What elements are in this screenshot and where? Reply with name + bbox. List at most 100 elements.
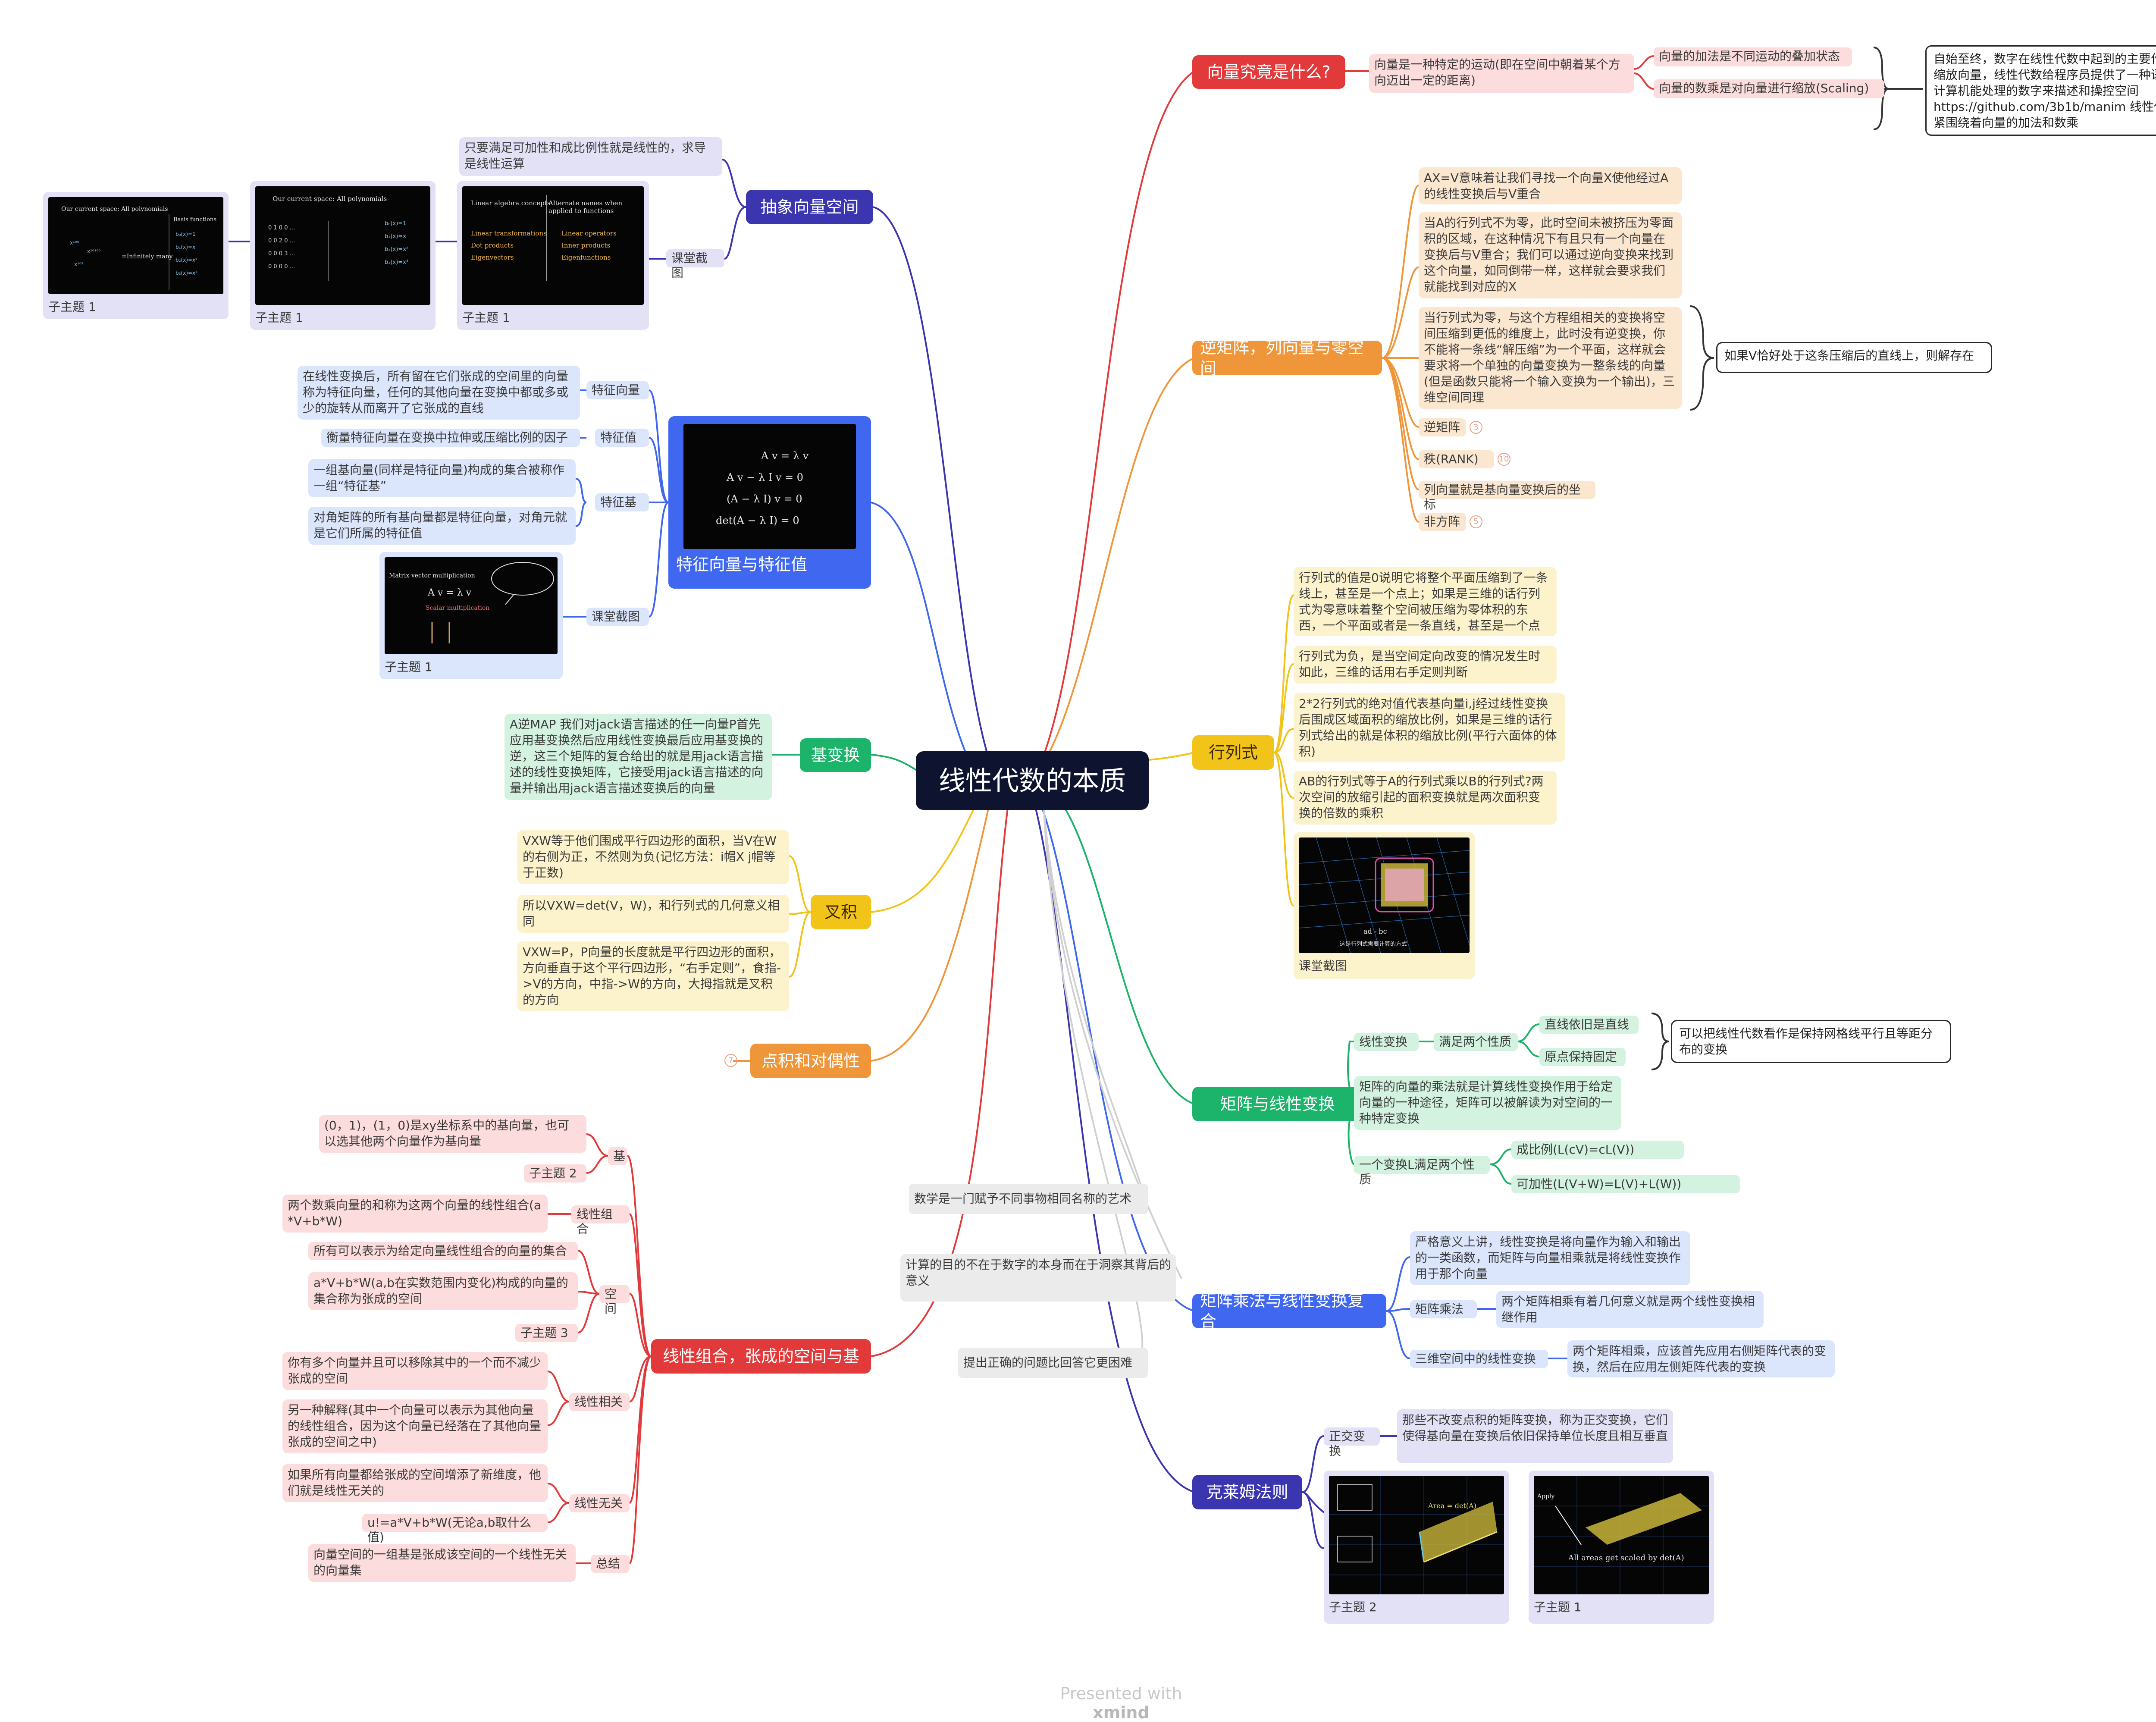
- inverse-item-3[interactable]: 当行列式为零，与这个方程组相关的变换将空间压缩到更低的维度上，此时没有逆变换，你…: [1419, 307, 1682, 409]
- cross-item-2[interactable]: 所以VXW=det(V，W)，和行列式的几何意义相同: [517, 895, 789, 933]
- eigenbasis-desc-2[interactable]: 对角矩阵的所有基向量都是特征向量，对角元就是它们所属的特征值: [308, 507, 576, 545]
- vector-scaling[interactable]: 向量的数乘是对向量进行缩放(Scaling): [1654, 79, 1884, 98]
- topic-determinant[interactable]: 行列式: [1192, 735, 1274, 770]
- linear-transform-definition[interactable]: 严格意义上讲，线性变换是将向量作为输入和输出的一类函数，而矩阵与向量相乘就是将线…: [1410, 1231, 1690, 1285]
- linear-independence-label[interactable]: 线性无关: [569, 1494, 630, 1512]
- determinant-item-2[interactable]: 行列式为负，是当空间定向改变的情况发生时如此，三维的话用右手定则判断: [1294, 646, 1557, 684]
- determinant-item-3[interactable]: 2*2行列式的绝对值代表基向量i,j经过线性变换后围成区域面积的缩放比例，如果是…: [1294, 693, 1565, 762]
- additivity[interactable]: 可加性(L(V+W)=L(V)+L(W)): [1511, 1175, 1740, 1193]
- svg-text:0 0 0 0 ...: 0 0 0 0 ...: [268, 263, 295, 270]
- topic-change-of-basis[interactable]: 基变换: [800, 738, 871, 772]
- inverse-sub-rank[interactable]: 秩(RANK): [1419, 450, 1494, 468]
- linear-transformation[interactable]: 线性变换: [1354, 1033, 1419, 1051]
- quote-right-question[interactable]: 提出正确的问题比回答它更困难: [958, 1348, 1148, 1378]
- vector-addition[interactable]: 向量的加法是不同运动的叠加状态: [1654, 47, 1852, 66]
- orthogonal-transform-desc[interactable]: 那些不改变点积的矩阵变换，称为正交变换，它们使得基向量在变换后依旧保持单位长度且…: [1397, 1409, 1673, 1463]
- abstract-screenshot-3[interactable]: Linear algebra concepts Linear transform…: [457, 181, 649, 330]
- eigenvector-label[interactable]: 特征向量: [586, 381, 649, 399]
- determinant-item-4[interactable]: AB的行列式等于A的行列式乘以B的行列式?两次空间的放缩引起的面积变换就是两次面…: [1294, 771, 1557, 825]
- basis-sub[interactable]: 子主题 2: [524, 1164, 586, 1183]
- inverse-sub-columns[interactable]: 列向量就是基向量变换后的坐标: [1419, 481, 1595, 511]
- determinant-screenshot[interactable]: ad - bc 这是行列式需要计算的方式 课堂截图: [1294, 832, 1475, 979]
- eigen-formula-4: det(A − λ I) = 0: [716, 514, 799, 527]
- linear-independence-desc-1[interactable]: 如果所有向量都给张成的空间增添了新维度，他们就是线性无关的: [282, 1464, 548, 1502]
- eigenvalue-label[interactable]: 特征值: [595, 429, 649, 447]
- topic-matrix-linear[interactable]: 矩阵与线性变换: [1192, 1087, 1363, 1121]
- matrix-vector-mult[interactable]: 矩阵的向量的乘法就是计算线性变换作用于给定向量的一种途径，矩阵可以被解读为对空间…: [1354, 1076, 1621, 1130]
- concepts-right-3: Eigenfunctions: [561, 254, 611, 261]
- quote-insight[interactable]: 计算的目的不在于数字的本身而在于洞察其背后的意义: [900, 1254, 1176, 1302]
- topic-matrix-multiplication[interactable]: 矩阵乘法与线性变换复合: [1192, 1291, 1386, 1331]
- abstract-screenshot-1[interactable]: Our current space: All polynomials Basis…: [43, 192, 229, 319]
- span-sub[interactable]: 子主题 3: [515, 1324, 578, 1342]
- two-properties[interactable]: 满足两个性质: [1434, 1033, 1518, 1051]
- linear-combination-label[interactable]: 线性组合: [571, 1205, 630, 1236]
- linear-combination-desc[interactable]: 两个数乘向量的和称为这两个向量的线性组合(a*V+b*W): [282, 1195, 548, 1233]
- eigenvalue-desc[interactable]: 衡量特征向量在变换中拉伸或压缩比例的因子: [321, 429, 580, 447]
- svg-text:b₃(x)=x³: b₃(x)=x³: [385, 259, 408, 266]
- eigenbasis-label[interactable]: 特征基: [595, 493, 649, 511]
- lines-stay-lines[interactable]: 直线依旧是直线: [1539, 1016, 1639, 1034]
- vector-summary-note[interactable]: 自始至终，数字在线性代数中起到的主要作用就是缩放向量，线性代数给程序员提供了一种…: [1925, 45, 2156, 136]
- inverse-item-2[interactable]: 当A的行列式不为零，此时空间未被挤压为零面积的区域，在这种情况下有且只有一个向量…: [1419, 212, 1682, 298]
- three-d-transform-desc[interactable]: 两个矩阵相乘，应该首先应用右侧矩阵代表的变换，然后在应用左侧矩阵代表的变换: [1567, 1340, 1835, 1377]
- span-label[interactable]: 空间: [599, 1285, 630, 1316]
- span-desc-1[interactable]: 所有可以表示为给定向量线性组合的向量的集合: [308, 1242, 578, 1260]
- concepts-right-1: Linear operators: [561, 229, 617, 237]
- linear-independence-desc-2[interactable]: u!=a*V+b*W(无论a,b取什么值): [362, 1514, 548, 1544]
- vector-definition[interactable]: 向量是一种特定的运动(即在空间中朝着某个方向迈出一定的距离): [1369, 54, 1634, 93]
- infinitely-many-label: =Infinitely many: [122, 253, 173, 260]
- linear-dependence-desc-2[interactable]: 另一种解释(其中一个向量可以表示为其他向量的线性组合，因为这个向量已经落在了其他…: [282, 1399, 548, 1453]
- abstract-screenshot-label[interactable]: 课堂截图: [666, 249, 724, 280]
- topic-eigenvectors[interactable]: A v = λ v A v − λ I v = 0 (A − λ I) v = …: [668, 416, 871, 589]
- basis-desc[interactable]: (0，1)，(1，0)是xy坐标系中的基向量，也可以选其他两个向量作为基向量: [319, 1115, 586, 1153]
- span-desc-2[interactable]: a*V+b*W(a,b在实数范围内变化)构成的向量的集合称为张成的空间: [308, 1272, 578, 1310]
- eigen-frame: Matrix-vector multiplication A v = λ v S…: [385, 557, 558, 654]
- topic-abstract-vector-space[interactable]: 抽象向量空间: [746, 190, 873, 224]
- topic-cramer-rule[interactable]: 克莱姆法则: [1192, 1475, 1302, 1509]
- eigen-screenshot-label[interactable]: 课堂截图: [586, 608, 649, 626]
- inverse-sub-nonsquare[interactable]: 非方阵: [1419, 513, 1466, 531]
- basis-label[interactable]: 基: [608, 1147, 627, 1165]
- orthogonal-transform-label[interactable]: 正交变换: [1324, 1427, 1380, 1458]
- topic-what-is-vector[interactable]: 向量究竟是什么?: [1192, 55, 1345, 89]
- change-of-basis-desc[interactable]: A逆MAP 我们对jack语言描述的任一向量P首先应用基变换然后应用线性变换最后…: [505, 714, 772, 800]
- linear-dependence-label[interactable]: 线性相关: [569, 1393, 630, 1411]
- quote-same-name[interactable]: 数学是一门赋予不同事物相同名称的艺术: [909, 1184, 1148, 1214]
- determinant-shot-subtitle: 这是行列式需要计算的方式: [1340, 941, 1407, 947]
- svg-text:x¹⁰⁰: x¹⁰⁰: [70, 240, 79, 246]
- root-topic[interactable]: 线性代数的本质: [916, 751, 1149, 810]
- cross-item-1[interactable]: VXW等于他们围成平行四边形的面积，当V在W的右侧为正，不然则为负(记忆方法：i…: [517, 830, 789, 884]
- abstract-screenshot-2[interactable]: Our current space: All polynomials 0 1 0…: [250, 181, 436, 330]
- homogeneity[interactable]: 成比例(L(cV)=cL(V)): [1511, 1141, 1684, 1159]
- cross-item-3[interactable]: VXW=P，P向量的长度就是平行四边形的面积，方向垂直于这个平行四边形，“右手定…: [517, 941, 789, 1011]
- topic-dot-product[interactable]: 点积和对偶性: [750, 1044, 871, 1078]
- eigen-screenshot[interactable]: Matrix-vector multiplication A v = λ v S…: [379, 552, 563, 679]
- abstract-linearity-note[interactable]: 只要满足可加性和成比例性就是线性的，求导是线性运算: [459, 137, 722, 176]
- cramer-screenshot-2[interactable]: Area = det(A) 子主题 2: [1324, 1471, 1509, 1624]
- three-d-transform-label[interactable]: 三维空间中的线性变换: [1410, 1350, 1548, 1368]
- eigenbasis-desc-1[interactable]: 一组基向量(同样是特征向量)构成的集合被称作一组“特征基”: [308, 459, 576, 497]
- inverse-solution-note[interactable]: 如果V恰好处于这条压缩后的直线上，则解存在: [1716, 342, 1992, 373]
- linear-dependence-desc-1[interactable]: 你有多个向量并且可以移除其中的一个而不减少张成的空间: [282, 1352, 548, 1390]
- topic-linear-combination[interactable]: 线性组合，张成的空间与基: [651, 1339, 871, 1374]
- topic-cross-product[interactable]: 叉积: [811, 895, 871, 929]
- matrix-mult-label[interactable]: 矩阵乘法: [1410, 1300, 1477, 1318]
- origin-fixed[interactable]: 原点保持固定: [1539, 1048, 1626, 1066]
- eigenvector-desc[interactable]: 在线性变换后，所有留在它们张成的空间里的向量称为特征向量，任何的其他向量在变换中…: [298, 366, 580, 420]
- inverse-sub-inverse[interactable]: 逆矩阵: [1419, 418, 1466, 436]
- matrix-figure: 0 1 0 0 ...0 0 2 0 ... 0 0 0 3 ...0 0 0 …: [268, 220, 408, 281]
- summary-label[interactable]: 总结: [591, 1555, 630, 1573]
- matrix-mult-desc[interactable]: 两个矩阵相乘有着几何意义就是两个线性变换相继作用: [1496, 1291, 1764, 1328]
- determinant-frame: ad - bc 这是行列式需要计算的方式: [1299, 837, 1470, 953]
- eigen-formula-2: A v − λ I v = 0: [727, 471, 804, 483]
- summary-desc[interactable]: 向量空间的一组基是张成该空间的一个线性无关的向量集: [308, 1544, 576, 1582]
- cramer-screenshot-1[interactable]: Apply All areas get scaled by det(A) 子主题…: [1529, 1471, 1714, 1624]
- topic-inverse-matrix[interactable]: 逆矩阵，列向量与零空间: [1192, 338, 1382, 378]
- determinant-item-1[interactable]: 行列式的值是0说明它将整个平面压缩到了一条线上，甚至是一个点上；如果是三维的话行…: [1294, 567, 1557, 636]
- screenshot-caption: 子主题 1: [48, 300, 96, 314]
- inverse-item-1[interactable]: AX=V意味着让我们寻找一个向量X使他经过A的线性变换后与V重合: [1419, 167, 1682, 204]
- transform-two-conditions[interactable]: 一个变换L满足两个性质: [1354, 1156, 1490, 1186]
- screenshot-caption: 子主题 2: [1329, 1600, 1377, 1614]
- linear-grid-note[interactable]: 可以把线性代数看作是保持网格线平行且等距分布的变换: [1671, 1020, 1951, 1063]
